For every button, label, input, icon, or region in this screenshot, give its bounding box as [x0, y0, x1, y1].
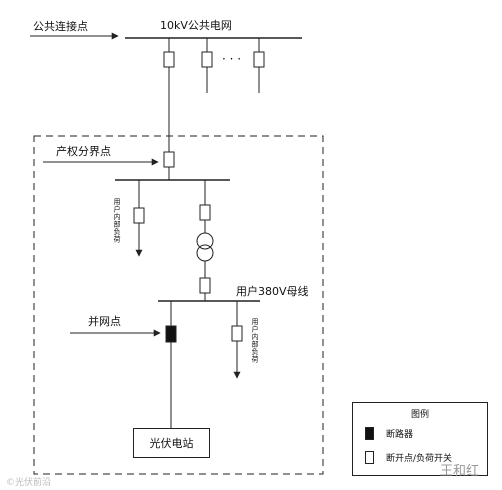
- transformer-winding-upper: [196, 232, 214, 250]
- transformer-winding-lower: [196, 244, 214, 262]
- legend-title: 图例: [410, 410, 429, 420]
- grid-connection-point-label: 并网点: [88, 315, 121, 328]
- watermark-left: ©光伏前沿: [6, 478, 52, 488]
- legend-item-switch: 断开点/负荷开关: [365, 451, 452, 464]
- switch-symbol: [253, 51, 265, 68]
- pv-station: 光伏电站: [133, 428, 210, 458]
- breaker-symbol: [165, 325, 177, 343]
- switch-symbol: [133, 207, 145, 224]
- switch-symbol: [163, 151, 175, 168]
- watermark-right: 王和红: [440, 464, 480, 479]
- public-connection-point-label: 公共连接点: [33, 20, 88, 33]
- switch-swatch: [365, 451, 374, 464]
- property-boundary-label: 产权分界点: [56, 145, 111, 158]
- switch-symbol: [163, 51, 175, 68]
- internal-load-label-1: 用户内部负荷: [113, 198, 121, 243]
- internal-load-label-2: 用户内部负荷: [251, 318, 259, 363]
- switch-symbol: [199, 204, 211, 221]
- switch-symbol: [201, 51, 213, 68]
- breaker-swatch: [365, 427, 374, 440]
- bus-380v-label: 用户380V母线: [236, 285, 309, 298]
- property-boundary-box: [33, 135, 324, 475]
- public-grid-label: 10kV公共电网: [160, 19, 232, 32]
- legend-breaker-label: 断路器: [386, 430, 414, 440]
- grid-dots: · · ·: [222, 52, 242, 66]
- legend-item-breaker: 断路器: [365, 427, 413, 440]
- pv-station-label: 光伏电站: [149, 437, 194, 450]
- switch-symbol: [199, 277, 211, 294]
- legend-switch-label: 断开点/负荷开关: [386, 454, 453, 464]
- switch-symbol: [231, 325, 243, 342]
- legend-box: 图例 断路器 断开点/负荷开关: [352, 402, 488, 476]
